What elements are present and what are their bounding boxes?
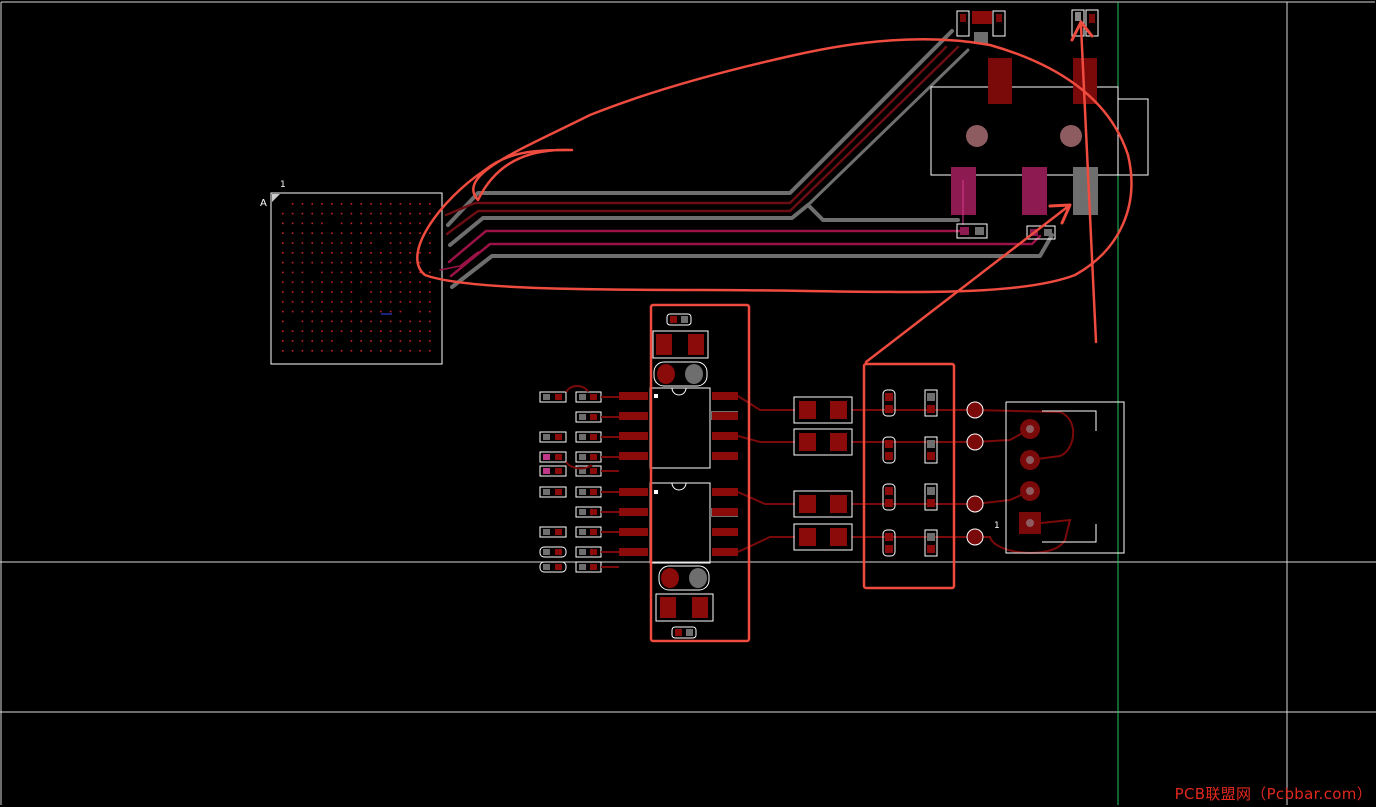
connector-j1: 1: [994, 401, 1125, 554]
module-pad-bottom-3: [1073, 167, 1098, 215]
thermal-via-left: [966, 125, 988, 147]
gray-trace-4: [806, 48, 970, 207]
ic-decoupling-parts: [652, 313, 714, 639]
module-tab-outline: [1118, 98, 1149, 176]
magenta-trace-3: [439, 251, 479, 271]
bga-ball-grid: [282, 203, 431, 352]
dark-red-trace-1: [444, 45, 948, 217]
review-annotations: [416, 20, 1133, 643]
annotation-box-ic: [649, 303, 751, 643]
watermark-text: PCB联盟网（Pcbbar.com）: [1174, 785, 1372, 803]
gray-trace-3: [450, 233, 1054, 289]
thermal-via-right: [1060, 125, 1082, 147]
magenta-trace-1: [447, 229, 964, 264]
routed-bus-traces: [439, 29, 1054, 289]
magenta-trace-2: [449, 234, 1042, 278]
annotation-box-output: [862, 362, 956, 590]
bga-component[interactable]: A 1: [260, 180, 443, 365]
output-stage-group[interactable]: 1: [737, 389, 1125, 557]
gray-trace-2: [448, 203, 960, 247]
connector-pin-1-label: 1: [994, 521, 1000, 531]
test-vias: [966, 401, 984, 546]
series-resistors: [793, 396, 853, 551]
module-pad-bottom-2: [1022, 167, 1047, 215]
output-traces: [737, 395, 1075, 554]
driver-ic-group[interactable]: [539, 313, 738, 639]
annotation-circle-outline: [416, 38, 1133, 294]
bga-pin-1-label: 1: [280, 180, 286, 190]
dark-red-trace-2: [445, 45, 960, 236]
module-pad-left-top: [988, 58, 1012, 104]
small-diodes: [882, 389, 938, 557]
bga-pin1-corner-mark: [272, 194, 280, 202]
passive-components: [539, 385, 619, 573]
bga-pin-a-label: A: [260, 198, 267, 209]
top-smd-parts: [956, 9, 1099, 240]
ic-pads: [619, 392, 738, 556]
arrow-icon: [864, 20, 1098, 364]
